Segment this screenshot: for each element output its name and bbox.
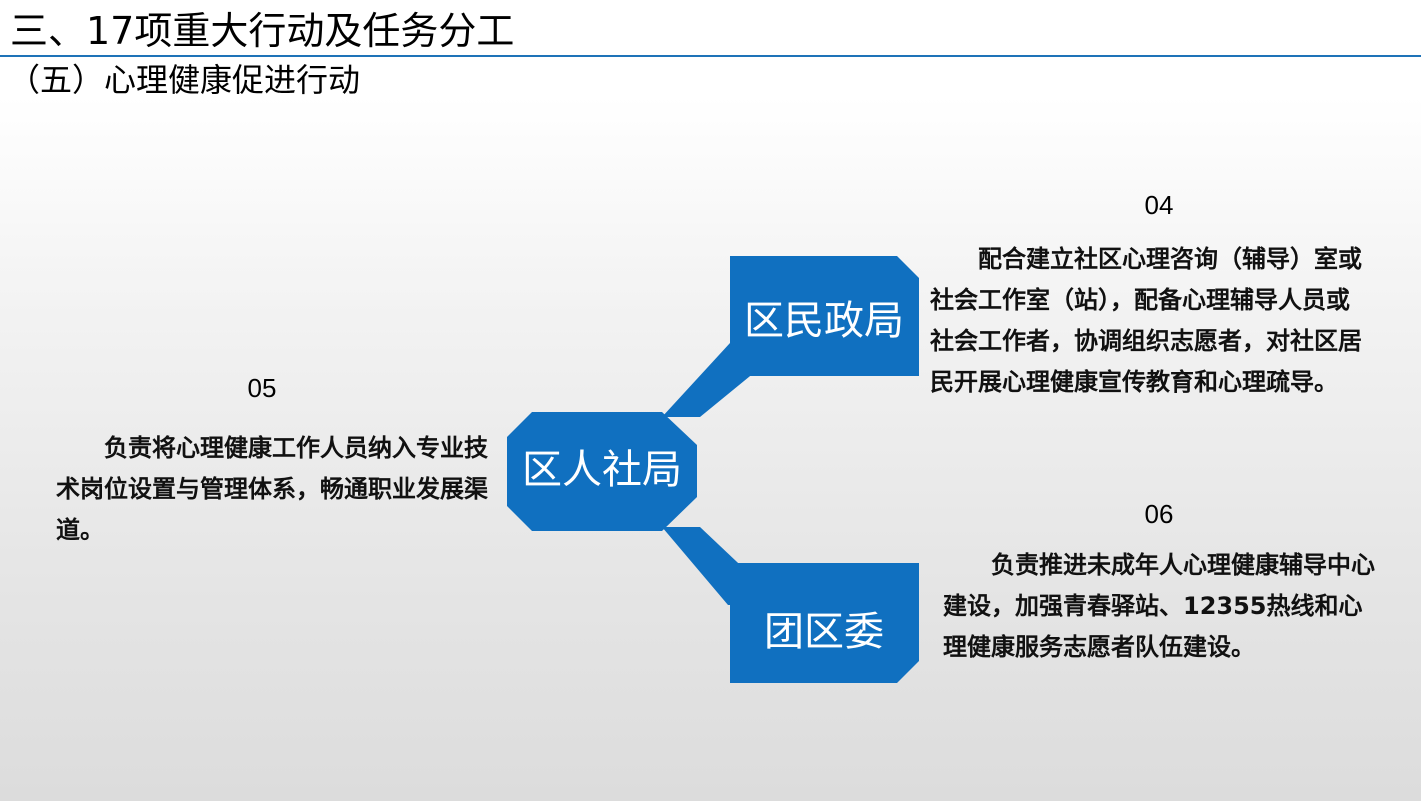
- node-center-label: 区人社局: [522, 447, 682, 493]
- node-center: 区人社局: [507, 412, 697, 531]
- node-top-label: 区民政局: [744, 298, 904, 344]
- item-text-left: 负责将心理健康工作人员纳入专业技术岗位设置与管理体系，畅通职业发展渠道。: [56, 434, 488, 544]
- slide-subtitle: （五）心理健康促进行动: [8, 61, 361, 99]
- item-number-05: 05: [247, 373, 277, 403]
- node-top: 区民政局: [730, 256, 919, 376]
- item-text-bottom-right: 负责推进未成年人心理健康辅导中心建设，加强青春驿站、12355热线和心理健康服务…: [943, 551, 1375, 661]
- slide-title: 三、17项重大行动及任务分工: [10, 9, 515, 53]
- item-text-top-right: 配合建立社区心理咨询（辅导）室或社会工作室（站），配备心理辅导人员或社会工作者，…: [930, 245, 1362, 396]
- node-bottom: 团区委: [730, 563, 919, 683]
- title-divider: [0, 55, 1421, 57]
- item-number-06: 06: [1144, 499, 1174, 529]
- node-bottom-label: 团区委: [764, 609, 884, 655]
- item-number-04: 04: [1144, 190, 1174, 220]
